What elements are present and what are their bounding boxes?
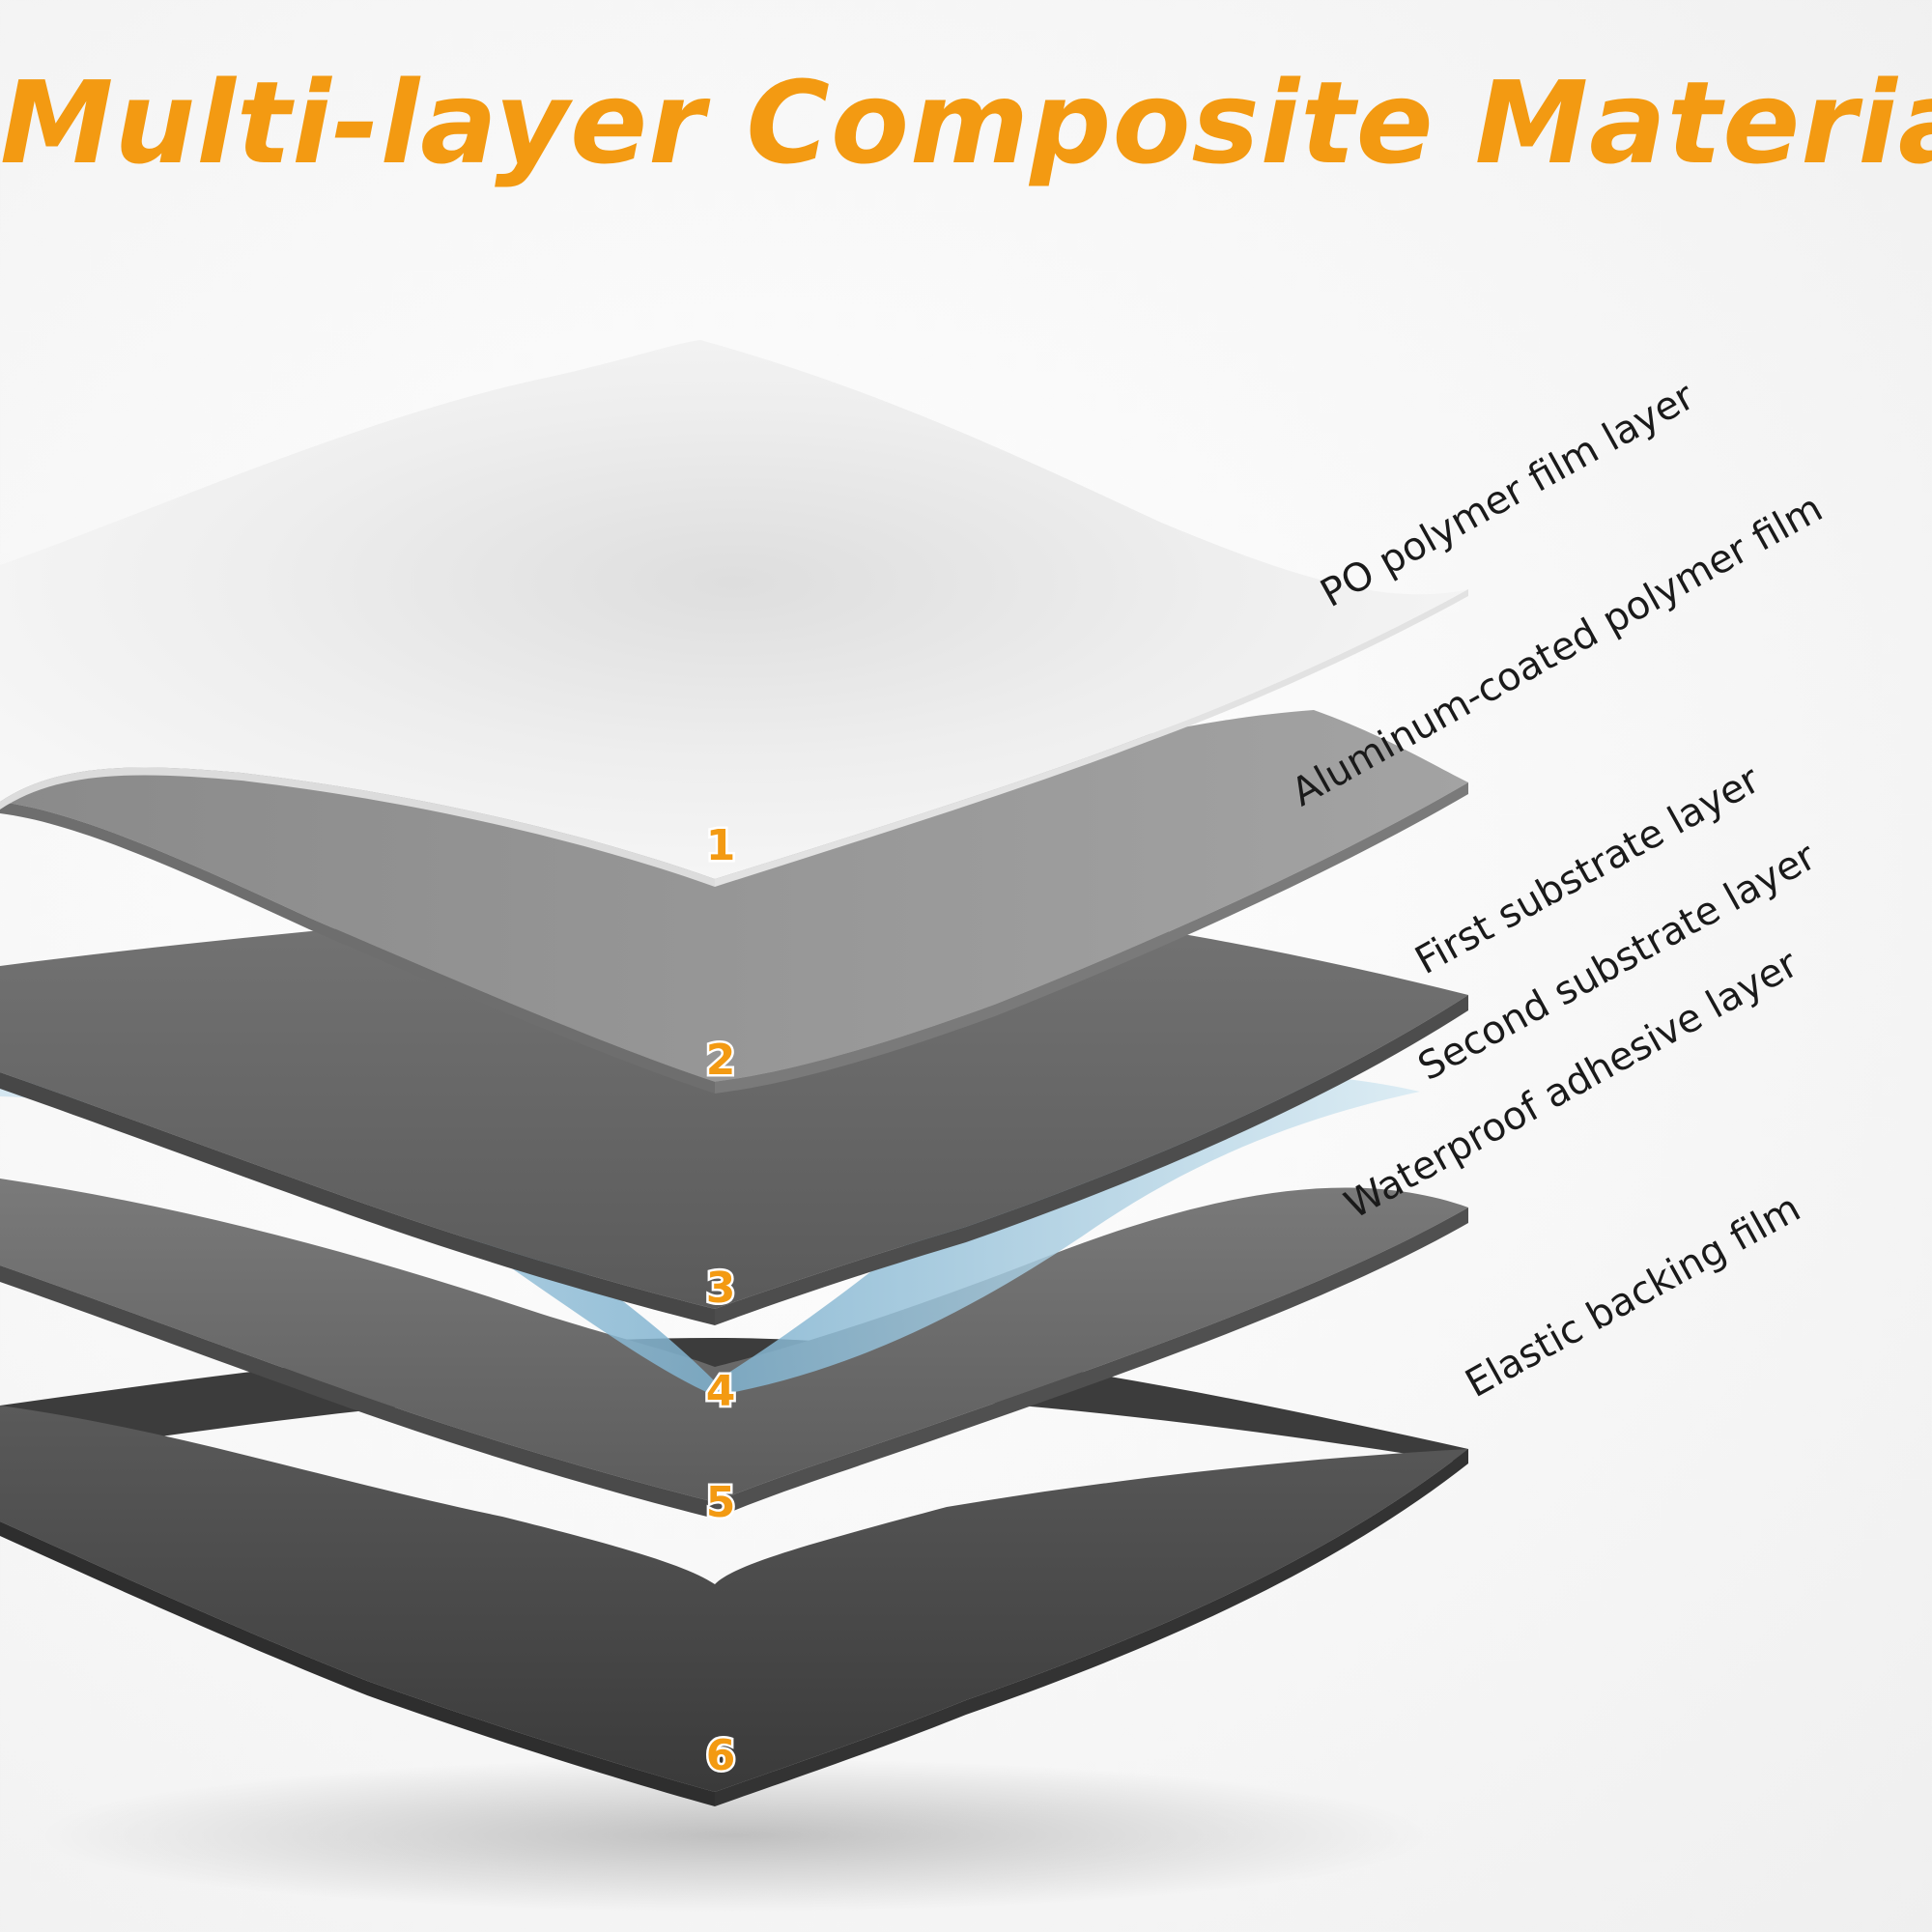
layer-3-first-substrate: [0, 895, 1468, 1325]
layer-number-4: 4: [706, 1367, 736, 1416]
layer-number-3: 3: [706, 1264, 736, 1313]
layer-number-6: 6: [706, 1731, 736, 1780]
layer-number-1: 1: [706, 821, 736, 870]
page-title: Multi-layer Composite Material: [0, 56, 1932, 189]
layer-1-po-polymer-film: [0, 340, 1468, 887]
floor-shadow: [39, 1758, 1430, 1913]
layer-5-second-substrate: [0, 1179, 1468, 1519]
layer-number-5: 5: [706, 1478, 736, 1527]
layer-number-2: 2: [706, 1036, 736, 1085]
